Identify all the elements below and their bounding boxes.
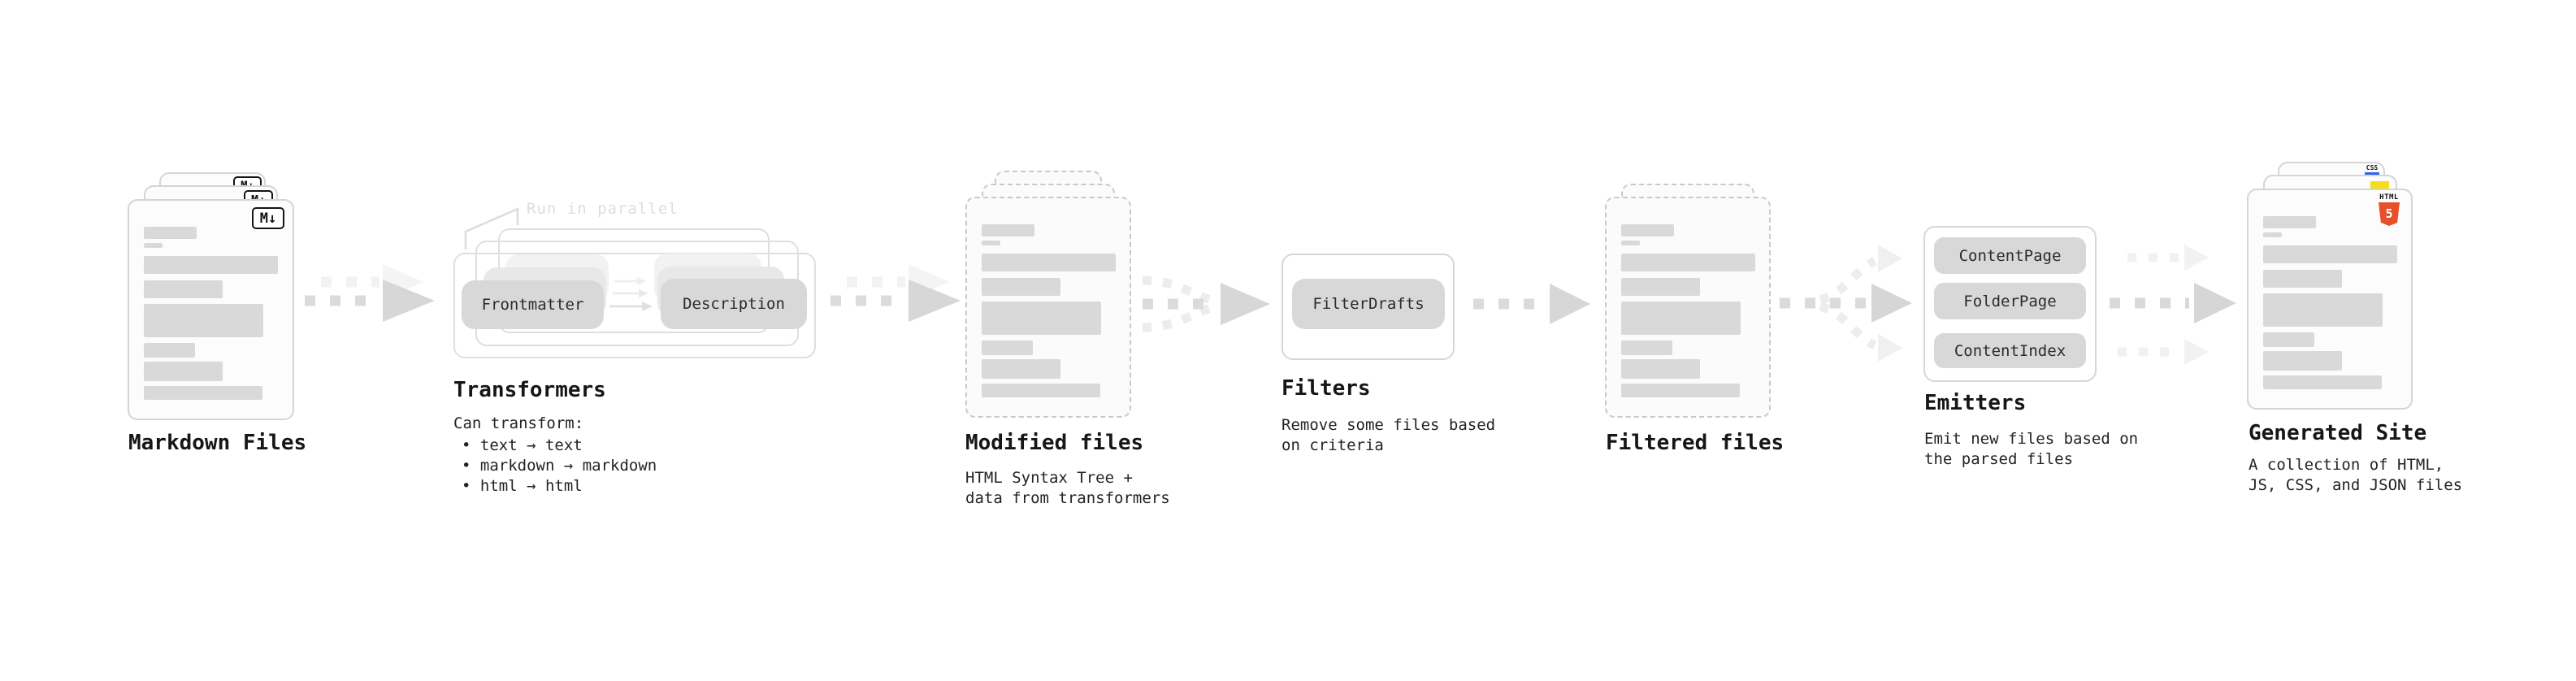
filters-subtitle: Remove some files based bbox=[1281, 416, 1496, 434]
text-line bbox=[144, 256, 278, 274]
text-line bbox=[144, 280, 223, 298]
text-line bbox=[144, 227, 197, 239]
html5-shield: 5 bbox=[2379, 202, 2400, 226]
text-line bbox=[982, 224, 1034, 236]
html5-number: 5 bbox=[2385, 206, 2393, 221]
transformer-layer-front bbox=[453, 253, 816, 358]
html5-badge-text: HTML bbox=[2379, 193, 2399, 202]
text-line bbox=[982, 278, 1060, 296]
filtered-file-card-front bbox=[1605, 197, 1771, 418]
text-line bbox=[2263, 293, 2383, 327]
text-line bbox=[2263, 270, 2342, 288]
transformers-title: Transformers bbox=[453, 378, 606, 402]
transformers-bullet: • markdown → markdown bbox=[462, 457, 657, 475]
contentpage-chip: ContentPage bbox=[1934, 237, 2086, 274]
file-text-placeholder-lines bbox=[129, 201, 293, 419]
text-line bbox=[2263, 375, 2382, 389]
arrows-emitters-to-generated-icon bbox=[2110, 245, 2236, 365]
text-line bbox=[1621, 384, 1740, 397]
transformers-description: Can transform: bbox=[453, 414, 584, 432]
text-line bbox=[982, 340, 1033, 355]
parallel-note-leader-line bbox=[464, 207, 519, 249]
modified-file-card-front bbox=[965, 197, 1131, 418]
emitters-subtitle: Emit new files based on bbox=[1924, 430, 2139, 448]
arrow-filters-to-filtered-icon bbox=[1473, 284, 1590, 324]
css-icon: CSS bbox=[2364, 165, 2380, 175]
generated-site-subtitle: A collection of HTML, bbox=[2249, 456, 2444, 474]
markdown-icon: M↓ bbox=[252, 207, 284, 229]
contentindex-chip: ContentIndex bbox=[1934, 333, 2086, 368]
text-line bbox=[1621, 241, 1640, 245]
text-line bbox=[2263, 232, 2282, 237]
text-line bbox=[2263, 351, 2342, 371]
transformers-bullet: • html → html bbox=[462, 477, 583, 495]
transformers-bullet: • text → text bbox=[462, 436, 583, 454]
text-line bbox=[2263, 216, 2316, 228]
description-chip: Description bbox=[661, 279, 807, 329]
arrow-transformers-to-modified-icon bbox=[830, 264, 961, 322]
filters-title: Filters bbox=[1281, 376, 1371, 401]
text-line bbox=[144, 386, 262, 400]
text-line bbox=[1621, 224, 1674, 236]
text-line bbox=[982, 301, 1101, 335]
text-line bbox=[982, 254, 1116, 271]
markdown-files-label: Markdown Files bbox=[128, 431, 307, 455]
text-line bbox=[144, 362, 223, 381]
css-badge-underline bbox=[2365, 172, 2379, 175]
text-line bbox=[2263, 332, 2314, 347]
text-line bbox=[982, 384, 1100, 397]
text-line bbox=[982, 241, 1000, 245]
text-line bbox=[2263, 245, 2397, 263]
generated-site-label: Generated Site bbox=[2249, 421, 2427, 445]
text-line bbox=[1621, 254, 1755, 271]
generated-html-file-card: HTML 5 bbox=[2247, 189, 2413, 410]
text-line bbox=[1621, 359, 1700, 379]
css-badge-text: CSS bbox=[2366, 164, 2379, 171]
text-line bbox=[982, 359, 1060, 379]
text-line bbox=[144, 243, 163, 248]
filters-subtitle: on criteria bbox=[1281, 436, 1384, 454]
arrow-filtered-to-emitters-icon bbox=[1780, 245, 1912, 362]
generated-site-subtitle: JS, CSS, and JSON files bbox=[2249, 476, 2463, 494]
text-line bbox=[144, 343, 195, 358]
arrow-modified-to-filters-icon bbox=[1142, 275, 1270, 332]
filtered-files-label: Filtered files bbox=[1606, 431, 1785, 455]
text-line bbox=[1621, 278, 1700, 296]
modified-files-subtitle: HTML Syntax Tree + bbox=[965, 469, 1133, 487]
emitters-title: Emitters bbox=[1924, 391, 2027, 415]
text-line bbox=[1621, 340, 1672, 355]
file-text-placeholder-lines bbox=[967, 198, 1130, 416]
text-line bbox=[1621, 301, 1741, 335]
arrow-markdown-to-transformers-icon bbox=[305, 264, 435, 322]
file-text-placeholder-lines bbox=[1607, 198, 1769, 416]
filterdrafts-chip: FilterDrafts bbox=[1292, 279, 1445, 329]
markdown-file-card-front: M↓ bbox=[128, 199, 294, 420]
markdown-badge-text: M↓ bbox=[259, 210, 277, 227]
parallel-mini-arrows-icon bbox=[609, 277, 653, 311]
modified-files-label: Modified files bbox=[965, 431, 1144, 455]
frontmatter-chip: Frontmatter bbox=[462, 280, 604, 329]
run-in-parallel-note: Run in parallel bbox=[527, 200, 679, 218]
html5-icon: HTML 5 bbox=[2378, 193, 2400, 226]
folderpage-chip: FolderPage bbox=[1934, 283, 2086, 319]
text-line bbox=[144, 304, 263, 337]
file-text-placeholder-lines bbox=[2249, 190, 2411, 408]
emitters-subtitle: the parsed files bbox=[1924, 450, 2074, 468]
modified-files-subtitle: data from transformers bbox=[965, 489, 1170, 507]
